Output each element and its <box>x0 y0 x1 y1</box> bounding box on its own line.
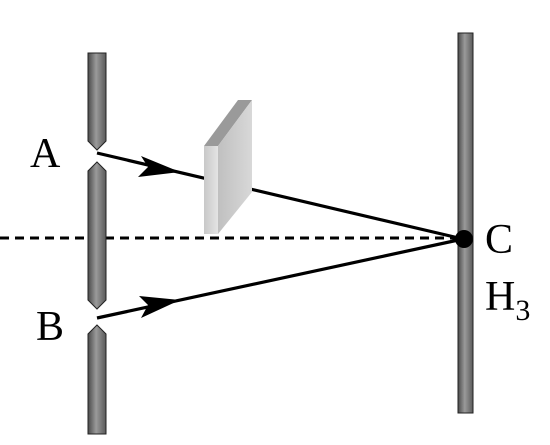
label-h3: H3 <box>485 274 530 326</box>
label-h3-subscript: 3 <box>515 294 531 327</box>
label-b: B <box>36 304 65 350</box>
plate-front-face <box>204 146 218 234</box>
transparent-plate <box>204 100 252 234</box>
slit-screen-middle-segment <box>87 161 107 310</box>
point-c-dot <box>455 230 473 248</box>
label-a: A <box>30 131 61 177</box>
slit-screen <box>87 52 107 435</box>
label-c: C <box>485 217 514 263</box>
plate-side-face <box>218 100 252 234</box>
observation-screen <box>457 32 474 414</box>
slit-screen-top-segment <box>87 52 107 151</box>
label-h3-main: H <box>485 274 516 320</box>
plate-top-face <box>204 100 252 146</box>
ray-b-arrowhead <box>139 296 180 318</box>
ray-a-arrowhead <box>138 156 180 177</box>
slit-screen-bottom-segment <box>87 324 107 435</box>
